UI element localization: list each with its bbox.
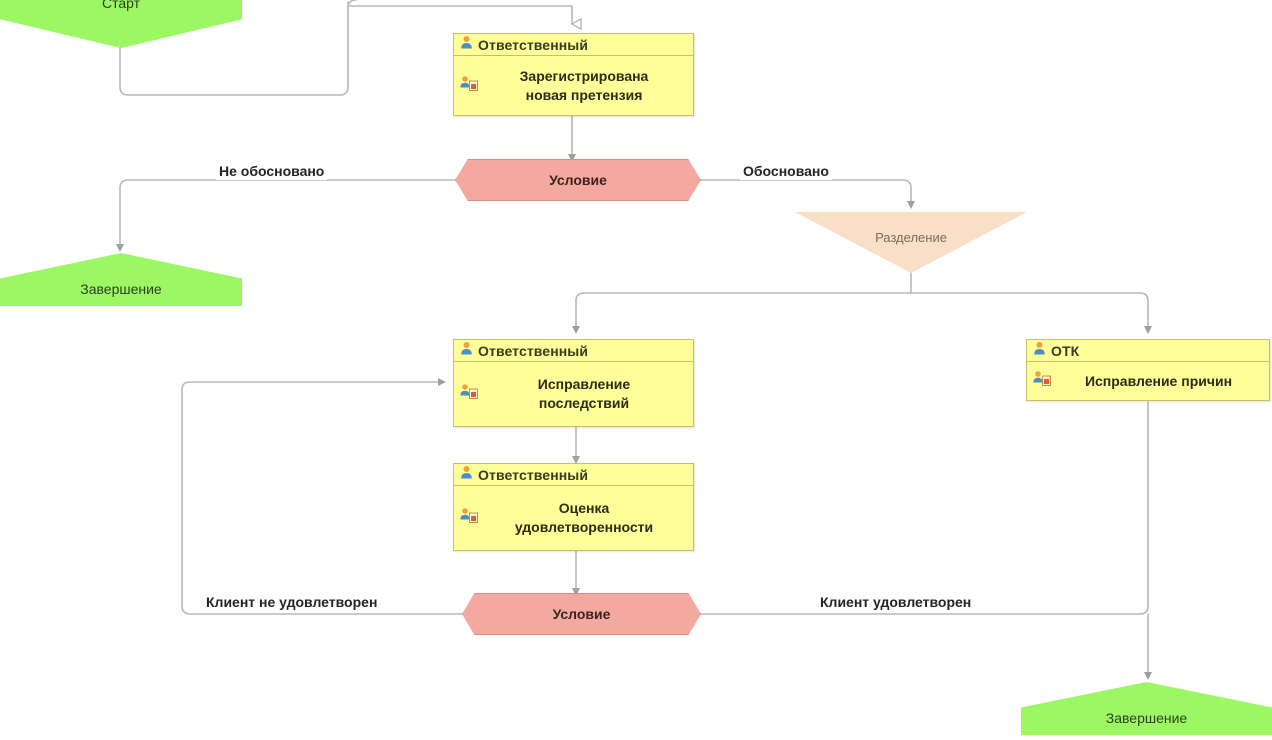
task-registered-claim-body-label: Зарегистрирована новая претензия [519,67,649,103]
edge-start-to-registered-head [347,1,582,30]
node-end-left-label: Завершение [80,281,162,297]
task-fix-causes-header-label: ОТК [1051,342,1080,359]
condition-justified-label: Условие [549,172,607,188]
task-registered-claim-header-label: Ответственный [478,36,589,53]
task-fix-causes[interactable]: ОТК Исправление причин [1026,339,1270,401]
task-fix-consequences-header-label: Ответственный [478,342,589,359]
task-fix-consequences-body-label: Исправление последствий [537,376,631,411]
task-satisfaction-assessment-body-label: Оценка удовлетворенности [514,500,654,535]
edge-label-not-justified: Не обосновано [216,163,328,180]
condition-justified[interactable]: Условие [455,159,701,201]
edge-label-justified: Обосновано [740,163,832,180]
edge-condition2-not-satisfied-loop [181,378,463,615]
task-fix-consequences[interactable]: Ответственный Исправление последствий [453,339,694,427]
task-fix-consequences-body: Исправление последствий [454,362,693,426]
edge-condition1-not-justified [116,179,456,252]
person-document-icon [460,507,479,529]
task-fix-causes-header: ОТК [1027,340,1269,362]
person-document-icon [460,75,479,97]
task-fix-causes-body-label: Исправление причин [1084,372,1233,389]
task-satisfaction-assessment-body: Оценка удовлетворенности [454,486,693,550]
node-start-label: Старт [101,0,141,11]
node-end-right-label: Завершение [1105,710,1188,726]
edge-split-to-fix-consequences [572,292,912,334]
task-satisfaction-assessment-header: Ответственный [454,464,693,486]
person-icon [460,465,473,484]
task-fix-causes-body: Исправление причин [1027,362,1269,400]
person-document-icon [460,383,479,405]
edge-label-client-not-satisfied: Клиент не удовлетворен [203,594,381,611]
condition-satisfied-label: Условие [552,606,611,622]
person-icon [460,35,473,54]
edge-start-to-registered [119,0,357,96]
condition-satisfied[interactable]: Условие [462,593,701,635]
edge-label-client-satisfied: Клиент удовлетворен [817,594,975,611]
person-icon [460,341,473,360]
edge-split-to-fix-causes [910,292,1152,334]
node-split-label: Разделение [875,230,947,245]
task-fix-consequences-header: Ответственный [454,340,693,362]
task-satisfaction-assessment[interactable]: Ответственный Оценка удовлетворенности [453,463,694,551]
person-icon [1033,341,1046,360]
edge-condition2-satisfied [699,401,1149,615]
task-registered-claim[interactable]: Ответственный Зарегистрирована новая пре… [453,33,694,116]
edge-condition1-justified [699,179,915,209]
person-document-icon [1033,370,1052,392]
task-satisfaction-assessment-header-label: Ответственный [478,466,589,483]
task-registered-claim-body: Зарегистрирована новая претензия [454,56,693,115]
task-registered-claim-header: Ответственный [454,34,693,56]
